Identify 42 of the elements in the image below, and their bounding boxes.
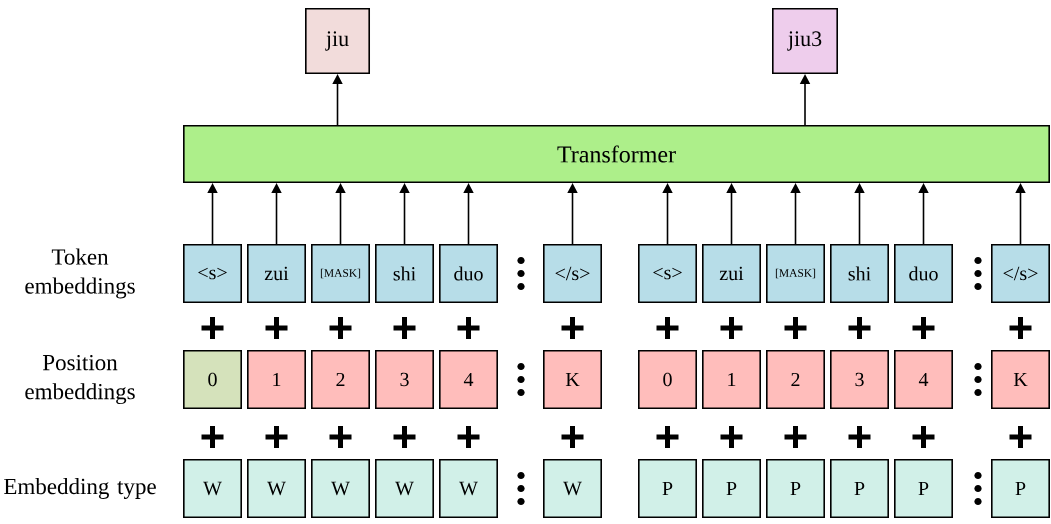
position-box: 4 (439, 350, 498, 409)
token-box: </s> (991, 244, 1050, 303)
type-box: P (991, 459, 1050, 518)
transformer-box: Transformer (183, 125, 1050, 183)
position-box: K (991, 350, 1050, 409)
type-box: W (247, 459, 306, 518)
type-box: W (543, 459, 602, 518)
token-box: <s> (183, 244, 242, 303)
token-box: zui (247, 244, 306, 303)
type-box: P (894, 459, 953, 518)
position-box: 0 (183, 350, 242, 409)
row-label: Position embeddings (25, 354, 135, 405)
row-label: Embedding type (4, 478, 156, 499)
token-box: shi (830, 244, 889, 303)
type-box: W (439, 459, 498, 518)
type-box: P (702, 459, 761, 518)
position-box: K (543, 350, 602, 409)
token-box: </s> (543, 244, 602, 303)
type-box: P (766, 459, 825, 518)
position-box: 1 (247, 350, 306, 409)
position-box: 4 (894, 350, 953, 409)
output-box: jiu3 (772, 8, 838, 74)
type-box: P (638, 459, 697, 518)
token-box: duo (439, 244, 498, 303)
token-box: shi (375, 244, 434, 303)
type-box: W (311, 459, 370, 518)
token-box: <s> (638, 244, 697, 303)
position-box: 2 (311, 350, 370, 409)
position-box: 3 (375, 350, 434, 409)
position-box: 0 (638, 350, 697, 409)
type-box: W (183, 459, 242, 518)
token-box: [MASK] (766, 244, 825, 303)
token-box: [MASK] (311, 244, 370, 303)
output-box: jiu (305, 8, 370, 74)
token-box: zui (702, 244, 761, 303)
position-box: 3 (830, 350, 889, 409)
row-label: Token embeddings (25, 248, 135, 299)
position-box: 1 (702, 350, 761, 409)
position-box: 2 (766, 350, 825, 409)
type-box: W (375, 459, 434, 518)
token-box: duo (894, 244, 953, 303)
type-box: P (830, 459, 889, 518)
